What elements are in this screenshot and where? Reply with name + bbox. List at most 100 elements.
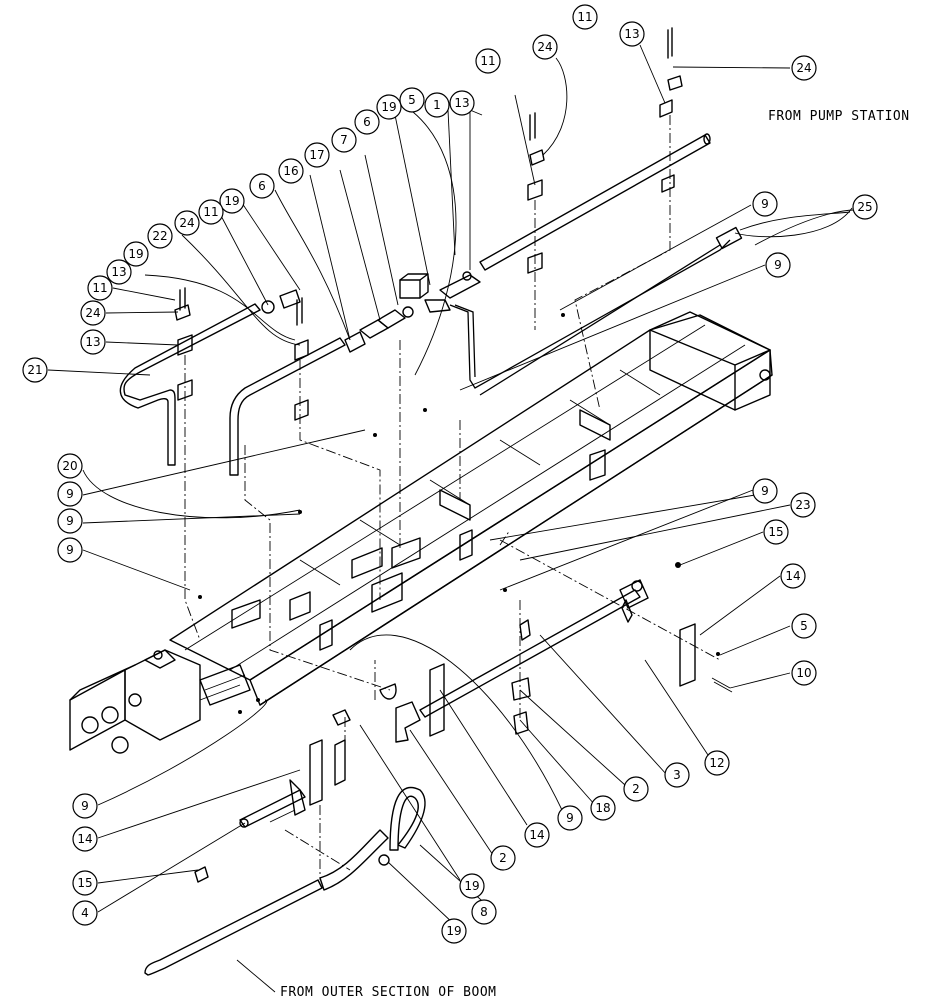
svg-text:15: 15: [768, 525, 783, 539]
svg-text:14: 14: [785, 569, 800, 583]
svg-text:2: 2: [499, 851, 507, 865]
svg-text:1: 1: [433, 98, 441, 112]
callout-bubble: 6: [249, 173, 275, 199]
callout-bubble: 19: [459, 873, 485, 899]
svg-text:24: 24: [179, 216, 194, 230]
svg-text:2: 2: [632, 782, 640, 796]
svg-text:15: 15: [77, 876, 92, 890]
callout-bubble: 12: [704, 750, 730, 776]
callout-bubble: 25: [852, 194, 878, 220]
svg-text:21: 21: [27, 363, 42, 377]
callout-bubble: 13: [80, 329, 106, 355]
callout-bubble: 16: [278, 158, 304, 184]
svg-text:18: 18: [595, 801, 610, 815]
callout-bubble: 5: [791, 613, 817, 639]
callout-bubble: 19: [123, 241, 149, 267]
svg-text:19: 19: [128, 247, 143, 261]
callout-bubble: 17: [304, 142, 330, 168]
svg-text:14: 14: [77, 832, 92, 846]
callout-bubble: 24: [80, 300, 106, 326]
svg-text:17: 17: [309, 148, 324, 162]
svg-text:16: 16: [283, 164, 298, 178]
callout-bubble: 3: [664, 762, 690, 788]
callout-bubble: 6: [354, 109, 380, 135]
svg-text:12: 12: [709, 756, 724, 770]
callout-bubble: 9: [72, 793, 98, 819]
callouts: 11 24 13 11 24 13 1 5 19 6 7 17 16 6 19 …: [22, 4, 878, 944]
svg-text:19: 19: [224, 194, 239, 208]
svg-text:7: 7: [340, 133, 348, 147]
callout-bubble: 24: [174, 210, 200, 236]
lower-left-assembly: [144, 739, 426, 976]
callout-bubble: 21: [22, 357, 48, 383]
callout-bubble: 13: [449, 90, 475, 116]
callout-bubble: 10: [791, 660, 817, 686]
callout-bubble: 5: [399, 87, 425, 113]
svg-text:19: 19: [381, 100, 396, 114]
svg-text:11: 11: [203, 205, 218, 219]
callout-bubble: 9: [57, 481, 83, 507]
callout-bubble: 8: [471, 899, 497, 925]
svg-text:22: 22: [152, 229, 167, 243]
svg-text:20: 20: [62, 459, 77, 473]
svg-text:13: 13: [111, 265, 126, 279]
svg-text:23: 23: [795, 498, 810, 512]
callout-bubble: 11: [198, 199, 224, 225]
callout-bubble: 9: [752, 478, 778, 504]
pipe-clamps: [174, 27, 683, 421]
callout-bubble: 4: [72, 900, 98, 926]
callout-bubble: 14: [524, 822, 550, 848]
callout-bubble: 22: [147, 223, 173, 249]
callout-bubble: 11: [475, 48, 501, 74]
svg-text:6: 6: [363, 115, 371, 129]
svg-text:19: 19: [464, 879, 479, 893]
leader-lines: [47, 44, 853, 993]
callout-bubble: 24: [791, 55, 817, 81]
svg-text:5: 5: [800, 619, 808, 633]
svg-text:13: 13: [85, 335, 100, 349]
svg-text:9: 9: [761, 197, 769, 211]
svg-text:9: 9: [774, 258, 782, 272]
svg-text:6: 6: [258, 179, 266, 193]
callout-bubble: 1: [424, 92, 450, 118]
boom-frame: [69, 311, 773, 754]
callout-bubble: 7: [331, 127, 357, 153]
crossbar-assembly: [332, 579, 696, 743]
svg-text:10: 10: [796, 666, 811, 680]
callout-bubble: 9: [557, 805, 583, 831]
callout-bubble: 14: [780, 563, 806, 589]
svg-text:9: 9: [66, 543, 74, 557]
callout-bubble: 15: [72, 870, 98, 896]
svg-text:14: 14: [529, 828, 544, 842]
callout-bubble: 9: [752, 191, 778, 217]
callout-bubble: 20: [57, 453, 83, 479]
svg-text:19: 19: [446, 924, 461, 938]
svg-text:11: 11: [577, 10, 592, 24]
callout-bubble: 23: [790, 492, 816, 518]
svg-text:8: 8: [480, 905, 488, 919]
svg-text:9: 9: [81, 799, 89, 813]
svg-text:11: 11: [92, 281, 107, 295]
svg-text:9: 9: [566, 811, 574, 825]
svg-text:13: 13: [624, 27, 639, 41]
supply-pipe-assembly: [344, 133, 856, 396]
callout-bubble: 9: [765, 252, 791, 278]
svg-text:9: 9: [66, 487, 74, 501]
svg-text:24: 24: [85, 306, 100, 320]
caption-pump-station: FROM PUMP STATION: [768, 109, 910, 124]
callout-bubble: 19: [376, 94, 402, 120]
callout-bubble: 2: [623, 776, 649, 802]
callout-bubble: 18: [590, 795, 616, 821]
svg-text:9: 9: [66, 514, 74, 528]
callout-bubble: 13: [106, 259, 132, 285]
callout-bubble: 19: [441, 918, 467, 944]
svg-text:13: 13: [454, 96, 469, 110]
centerlines: [184, 115, 721, 880]
svg-text:25: 25: [857, 200, 872, 214]
svg-text:24: 24: [537, 40, 552, 54]
callout-bubble: 2: [490, 845, 516, 871]
callout-bubble: 9: [57, 508, 83, 534]
svg-text:9: 9: [761, 484, 769, 498]
hardware-dots: [198, 313, 733, 714]
